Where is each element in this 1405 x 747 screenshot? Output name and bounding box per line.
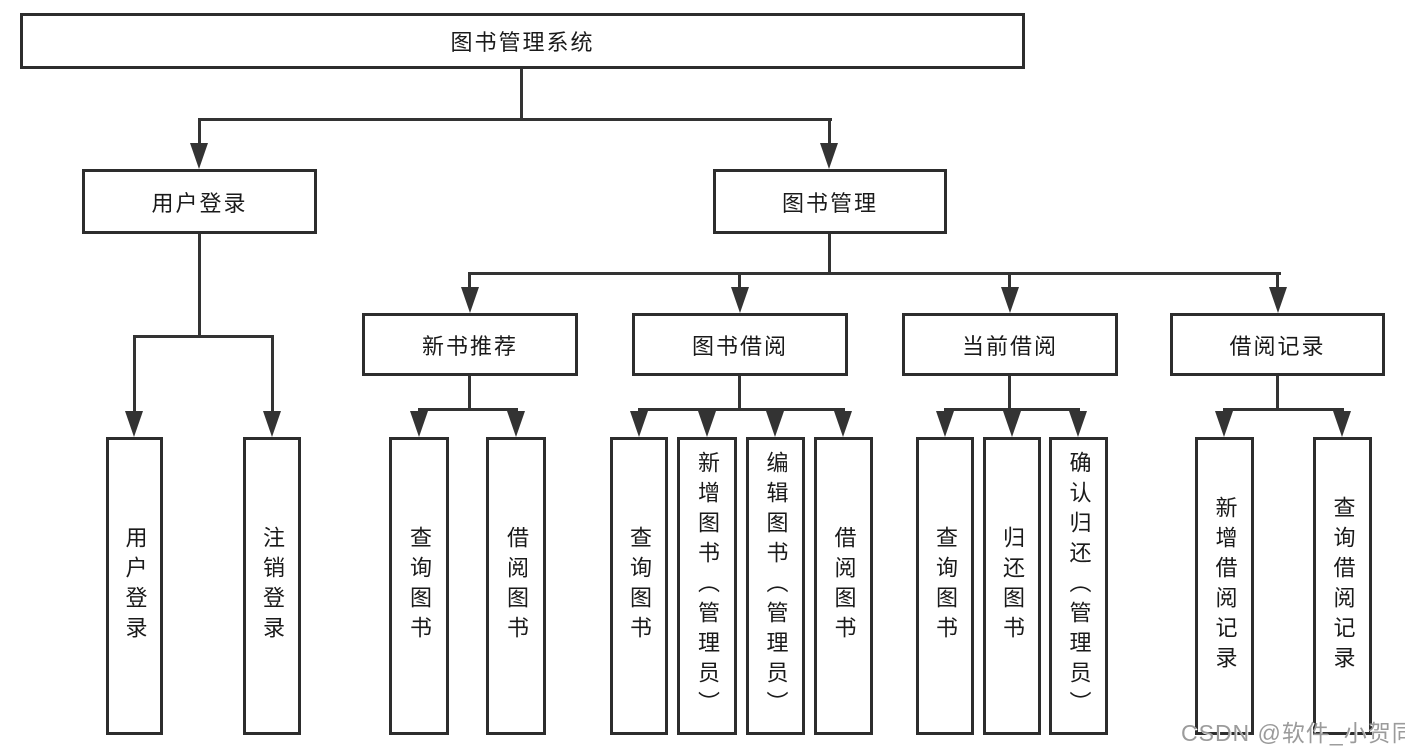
node-label: 新书推荐 — [421, 333, 518, 359]
edge-to-currentborrow-shaft — [1008, 272, 1011, 290]
arrowhead-to-leaf-userlogin — [125, 411, 143, 437]
node-label: 用户登录 — [151, 190, 248, 216]
node-leaf-current-query-books: 查询图书 — [916, 437, 974, 735]
node-label: 查询图书 — [627, 526, 652, 646]
edge-bookmgmt-stem — [828, 234, 831, 275]
node-label: 查询图书 — [933, 526, 958, 646]
arrowhead-currentborrow-leaf3 — [1069, 411, 1087, 437]
node-user-login: 用户登录 — [82, 169, 317, 234]
arrowhead-to-currentborrow — [1001, 287, 1019, 313]
arrowhead-borrowrecords-leaf2 — [1333, 411, 1351, 437]
node-label: 查询借阅记录 — [1330, 496, 1356, 676]
arrowhead-bookborrow-leaf3 — [766, 411, 784, 437]
node-book-management: 图书管理 — [713, 169, 947, 234]
edge-currentborrow-branch — [944, 408, 1080, 411]
node-label: 注销登录 — [260, 526, 285, 646]
node-leaf-newrec-query-books: 查询图书 — [389, 437, 449, 735]
node-label: 新增图书（管理员） — [695, 451, 720, 721]
node-label: 图书借阅 — [691, 333, 788, 359]
arrowhead-bookborrow-leaf4 — [834, 411, 852, 437]
node-leaf-return-books: 归还图书 — [983, 437, 1041, 735]
arrowhead-bookborrow-leaf2 — [698, 411, 716, 437]
edge-to-borrowrecords-shaft — [1276, 272, 1279, 290]
node-current-borrow: 当前借阅 — [902, 313, 1118, 376]
arrowhead-borrowrecords-leaf1 — [1215, 411, 1233, 437]
edge-to-newrec-shaft — [468, 272, 471, 290]
edge-userlogin-branch — [133, 335, 274, 338]
node-book-borrow: 图书借阅 — [632, 313, 848, 376]
node-leaf-add-borrow-record: 新增借阅记录 — [1195, 437, 1254, 735]
node-leaf-borrow-query-books: 查询图书 — [610, 437, 668, 735]
edge-bookborrow-branch — [638, 408, 845, 411]
arrowhead-to-book-management — [820, 143, 838, 169]
arrowhead-to-user-login — [190, 143, 208, 169]
edge-borrowrecords-branch — [1223, 408, 1344, 411]
node-leaf-confirm-return-admin: 确认归还（管理员） — [1049, 437, 1108, 735]
edge-to-leaf-logout-shaft — [271, 335, 274, 415]
node-new-book-recommend: 新书推荐 — [362, 313, 578, 376]
edge-bookborrow-stem — [738, 376, 741, 411]
node-label: 查询图书 — [407, 526, 432, 646]
node-leaf-add-books-admin: 新增图书（管理员） — [677, 437, 737, 735]
edge-to-leaf-userlogin-shaft — [133, 335, 136, 415]
edge-currentborrow-stem — [1008, 376, 1011, 411]
edge-to-bookborrow-shaft — [738, 272, 741, 290]
node-borrow-records: 借阅记录 — [1170, 313, 1385, 376]
edge-userlogin-stem — [198, 234, 201, 338]
node-leaf-edit-books-admin: 编辑图书（管理员） — [746, 437, 805, 735]
node-leaf-user-login: 用户登录 — [106, 437, 163, 735]
node-label: 当前借阅 — [961, 333, 1058, 359]
node-label: 用户登录 — [122, 526, 148, 646]
node-leaf-newrec-borrow-books: 借阅图书 — [486, 437, 546, 735]
arrowhead-to-bookborrow — [731, 287, 749, 313]
edge-newrec-branch — [418, 408, 518, 411]
edge-root-stem — [520, 69, 523, 121]
arrowhead-currentborrow-leaf1 — [936, 411, 954, 437]
node-label: 图书管理系统 — [450, 30, 595, 55]
edge-newrec-stem — [468, 376, 471, 411]
arrowhead-to-borrowrecords — [1269, 287, 1287, 313]
node-root-library-management-system: 图书管理系统 — [20, 13, 1025, 69]
edge-borrowrecords-stem — [1276, 376, 1279, 411]
arrowhead-currentborrow-leaf2 — [1003, 411, 1021, 437]
node-label: 图书管理 — [781, 190, 878, 216]
arrowhead-to-newrec — [461, 287, 479, 313]
node-label: 新增借阅记录 — [1212, 496, 1238, 676]
arrowhead-newrec-leaf2 — [507, 411, 525, 437]
node-label: 归还图书 — [1000, 526, 1025, 646]
csdn-watermark: CSDN @软件_小贺同学 — [1181, 720, 1405, 746]
arrowhead-to-leaf-logout — [263, 411, 281, 437]
node-leaf-query-borrow-record: 查询借阅记录 — [1313, 437, 1372, 735]
arrowhead-bookborrow-leaf1 — [630, 411, 648, 437]
edge-to-book-management-shaft — [828, 118, 831, 150]
node-label: 借阅图书 — [831, 526, 857, 646]
edge-bookmgmt-branch — [469, 272, 1281, 275]
edge-to-user-login-shaft — [198, 118, 201, 150]
edge-root-branch — [198, 118, 832, 121]
arrowhead-newrec-leaf1 — [410, 411, 428, 437]
node-label: 借阅图书 — [504, 526, 529, 646]
node-label: 编辑图书（管理员） — [763, 451, 789, 721]
node-label: 借阅记录 — [1229, 333, 1326, 359]
node-leaf-borrow-borrow-books: 借阅图书 — [814, 437, 873, 735]
node-label: 确认归还（管理员） — [1066, 451, 1092, 721]
node-leaf-logout: 注销登录 — [243, 437, 301, 735]
